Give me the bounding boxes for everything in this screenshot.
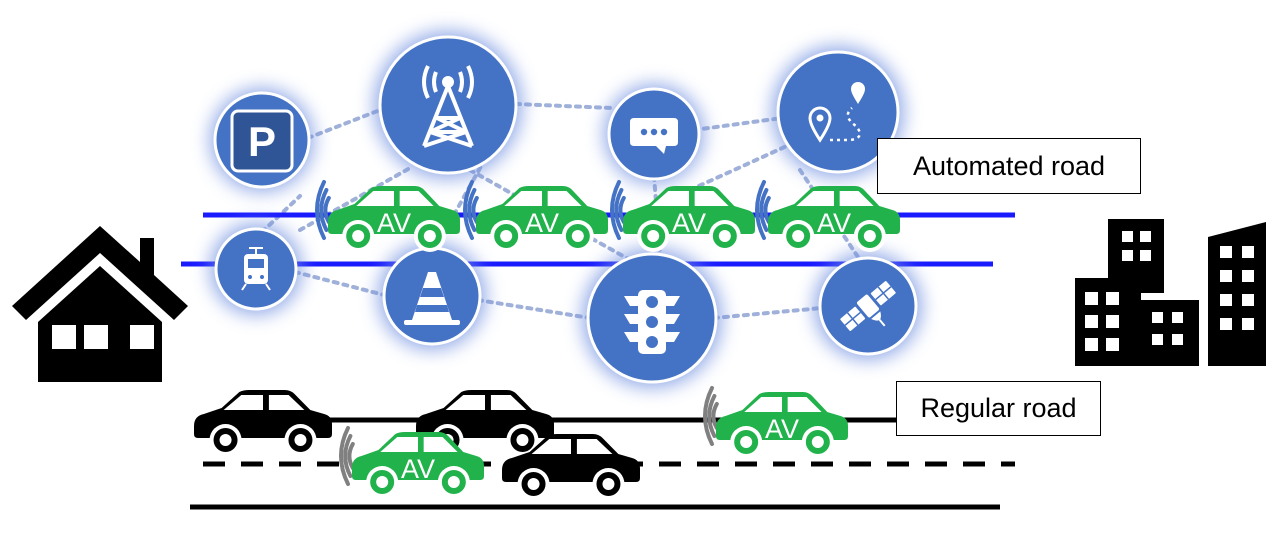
satellite-service	[818, 256, 918, 356]
wireless-signal-icon	[610, 180, 626, 240]
route-map-icon	[808, 82, 865, 143]
house-icon	[12, 226, 188, 382]
vehicles: AV AV AV AV AV AV	[194, 180, 900, 500]
av-car-automated-2: AV	[463, 180, 608, 252]
av-car-automated-3: AV	[610, 180, 755, 252]
regular-road	[190, 417, 1015, 510]
automated-road-label: Automated road	[877, 138, 1141, 194]
traffic-light-icon	[624, 290, 680, 354]
regular-road-label: Regular road	[896, 381, 1101, 436]
wireless-signal-icon	[339, 426, 355, 486]
roadworks-service	[382, 246, 482, 346]
av-car-regular-2: AV	[703, 386, 848, 458]
regular-car-1	[194, 390, 332, 456]
av-label: AV	[377, 208, 411, 238]
cell-tower-icon	[422, 65, 474, 148]
av-car-automated-4: AV	[755, 180, 900, 252]
traffic-signal-service	[586, 252, 718, 384]
wireless-signal-icon	[315, 180, 331, 240]
av-label: AV	[525, 208, 559, 238]
messaging-service	[607, 87, 701, 181]
traffic-cone-icon	[404, 272, 460, 325]
av-label: AV	[817, 208, 851, 238]
regular-car-3	[502, 434, 640, 500]
tram-icon	[241, 247, 271, 291]
parking-icon: P	[230, 109, 294, 173]
av-label: AV	[672, 208, 706, 238]
wireless-signal-icon	[755, 180, 771, 240]
av-label: AV	[765, 414, 799, 444]
city-buildings-icon	[1075, 219, 1266, 366]
navigation-service	[776, 50, 900, 174]
cell-tower-service	[378, 35, 518, 175]
chat-icon	[630, 118, 678, 154]
wireless-signal-icon	[703, 386, 719, 446]
av-car-automated-1: AV	[315, 180, 460, 252]
satellite-icon	[840, 280, 896, 332]
svg-text:P: P	[248, 118, 276, 165]
av-car-regular-1: AV	[339, 426, 484, 498]
av-label: AV	[401, 454, 435, 484]
wireless-signal-icon	[463, 180, 479, 240]
parking-service: P	[213, 91, 311, 189]
transit-service	[214, 227, 298, 311]
